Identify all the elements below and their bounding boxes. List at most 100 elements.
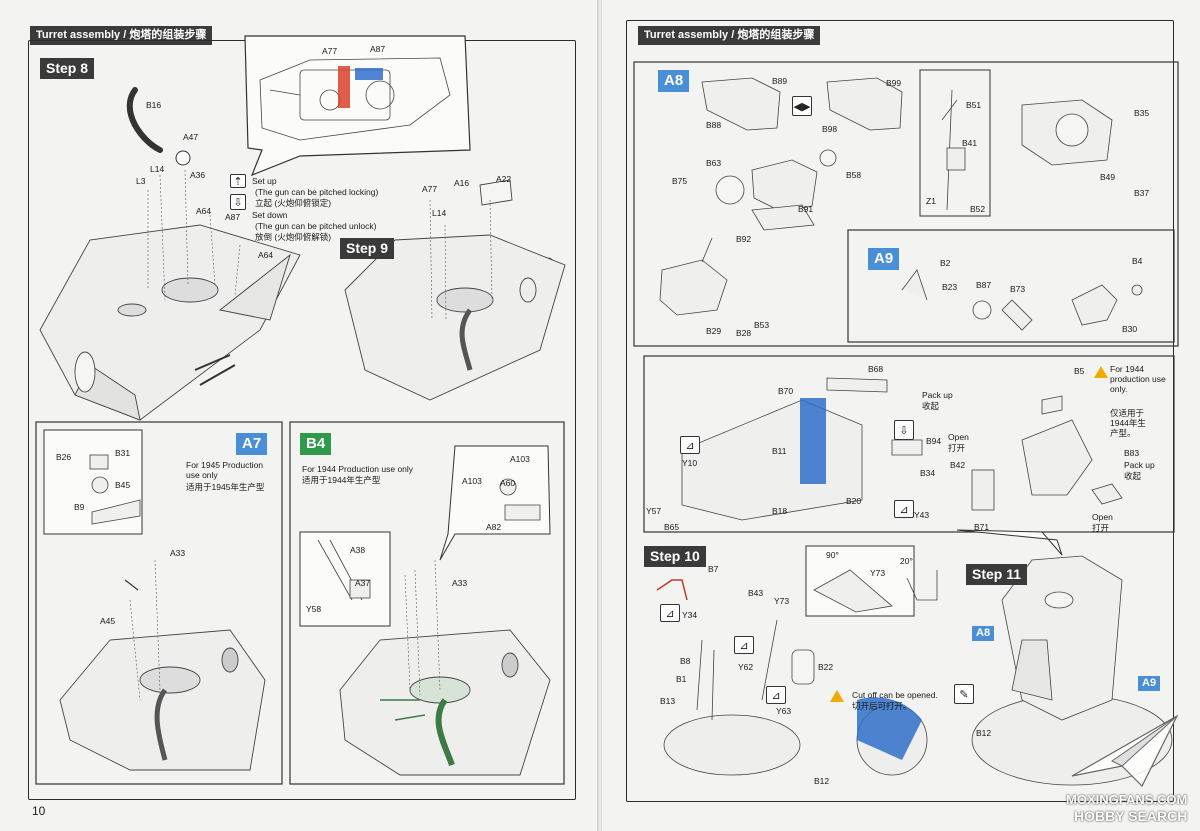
open-1-cn: 打开 [948,443,966,453]
part-label: B68 [868,364,884,374]
part-label: B88 [706,120,722,130]
warning-icon [1094,366,1108,378]
a7-note-cn: 适用于1945年生产型 [186,482,265,492]
part-label: B12 [976,728,992,738]
warning-icon [830,690,844,702]
part-label: Y10 [682,458,698,468]
part-label: B58 [846,170,862,180]
a9-ref: A9 [1138,676,1161,691]
part-label: L14 [150,164,165,174]
highlight-b70 [800,398,826,484]
angle-20: 20° [900,556,913,566]
a7-note-en: For 1945 Production use only [186,460,264,480]
part-label: A33 [170,548,186,558]
part-label: A64 [258,250,274,260]
part-label: B52 [970,204,986,214]
part-label: A16 [454,178,470,188]
arrow-down-icon: ⇩ [894,420,914,440]
pack-up-1: Pack up [922,390,953,400]
left-page: Turret assembly / 炮塔的组装步骤 Step 8 [0,0,598,831]
right-page: Turret assembly / 炮塔的组装步骤 [602,0,1200,831]
part-label: B34 [920,468,936,478]
part-label: B23 [942,282,958,292]
part-label: B37 [1134,188,1150,198]
part-label: B5 [1074,366,1085,376]
part-label: A103 [510,454,530,464]
part-label: B53 [754,320,770,330]
part-label: Y63 [776,706,792,716]
watermark: MOXINGFANS.COM HOBBY SEARCH [1052,706,1192,826]
part-label: B91 [798,204,814,214]
part-label: A87 [225,212,241,222]
part-label: B65 [664,522,680,532]
glue-icon: ⊿ [734,636,754,654]
note-setup-title: Set up [252,176,277,186]
part-label: L3 [136,176,146,186]
highlight-a77 [338,66,350,108]
part-label: Y73 [870,568,886,578]
part-label: B35 [1134,108,1150,118]
b4-note-cn: 适用于1944年生产型 [302,475,381,485]
part-label: A37 [355,578,371,588]
glue-icon: ⊿ [894,500,914,518]
open-2: Open [1092,512,1113,522]
part-label: B12 [814,776,830,786]
step9-label: Step 9 [340,238,395,259]
part-label: B98 [822,124,838,134]
highlight-a87 [355,68,383,80]
part-label: B92 [736,234,752,244]
part-label: A38 [350,545,366,555]
part-label: B29 [706,326,722,336]
part-label: B7 [708,564,719,574]
part-label: B30 [1122,324,1138,334]
part-label: L14 [432,208,447,218]
a8-label: A8 [658,70,690,92]
b4-note-en: For 1944 Production use only [302,464,414,474]
a7-label: A7 [236,433,268,455]
part-label: B22 [818,662,834,672]
part-label: B49 [1100,172,1116,182]
note-setdown-cn: 放倒 (火炮仰俯解锁) [255,232,332,242]
part-label: B13 [660,696,676,706]
glue-icon: ⊿ [766,686,786,704]
part-label: B51 [966,100,982,110]
step8-label: Step 8 [40,58,95,79]
part-label: B11 [772,446,787,456]
part-label: Y34 [682,610,698,620]
part-label: B1 [676,674,687,684]
note-1944-cn: 仅适用于1944年生产型。 [1110,408,1146,438]
part-label: B18 [772,506,788,516]
part-label: B83 [1124,448,1140,458]
left-illustrations [35,35,566,785]
watermark-bottom: HOBBY SEARCH [1074,808,1188,824]
step11-label: Step 11 [966,564,1028,585]
part-label: B41 [962,138,978,148]
part-label: B9 [74,502,85,512]
part-label: A36 [190,170,206,180]
a9-label: A9 [868,248,900,270]
part-label: A60 [500,478,516,488]
part-label: A33 [452,578,468,588]
pack-up-2: Pack up [1124,460,1155,470]
part-label: B63 [706,158,722,168]
part-label: B28 [736,328,752,338]
step10-label: Step 10 [644,546,706,567]
book-spine [597,0,603,831]
part-label: B87 [976,280,992,290]
note-setup-cn: 立起 (火炮仰俯锁定) [255,198,332,208]
part-label: A103 [462,476,482,486]
part-label: B31 [115,448,131,458]
part-label: B2 [940,258,951,268]
pack-up-2-cn: 收起 [1124,471,1142,481]
a8-ref: A8 [972,626,995,641]
part-label: B8 [680,656,691,666]
part-label: A22 [496,174,512,184]
note-setup-en: (The gun can be pitched locking) [255,187,379,197]
part-label: A87 [370,44,386,54]
knife-icon: ✎ [954,684,974,704]
part-label: A82 [486,522,502,532]
part-label: B71 [974,522,990,532]
cutoff-cn: 切开后可打开。 [852,701,912,711]
part-label: B75 [672,176,688,186]
